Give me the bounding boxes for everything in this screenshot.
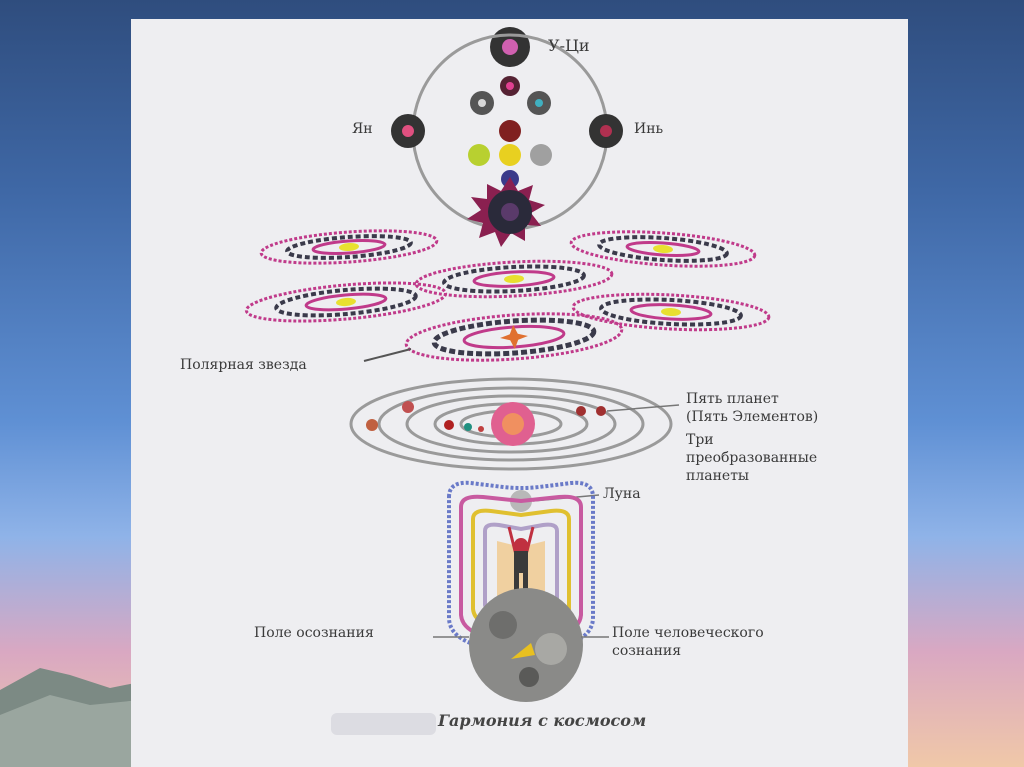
illustration-card: У-Ци Ян Инь Полярная звезда Пять планет … <box>131 19 908 767</box>
field-awareness-label: Поле осознания <box>254 625 374 641</box>
galaxy <box>570 227 756 272</box>
transformed-label: преобразованные <box>686 450 817 466</box>
galaxy <box>572 290 770 334</box>
caption: Гармония с космосом <box>438 711 646 730</box>
planets-label: планеты <box>686 468 749 484</box>
smudge-mark <box>331 713 436 735</box>
galaxy <box>260 226 438 268</box>
consciousness-label: сознания <box>612 643 681 659</box>
five-elements-label: (Пять Элементов) <box>686 409 818 425</box>
three-planets-label: Три <box>686 432 714 448</box>
yang-label: Ян <box>352 121 373 137</box>
moon-label: Луна <box>603 486 641 502</box>
wu-chi-label: У-Ци <box>548 36 590 55</box>
mountain-decoration <box>0 660 140 767</box>
cosmos-diagram <box>131 19 908 767</box>
yin-label: Инь <box>634 121 663 137</box>
galaxy <box>245 276 447 327</box>
polar-star-pointer <box>364 349 411 361</box>
polar-star-label: Полярная звезда <box>180 357 307 373</box>
five-planets-label: Пять планет <box>686 391 779 407</box>
field-human-label: Поле человеческого <box>612 625 764 641</box>
